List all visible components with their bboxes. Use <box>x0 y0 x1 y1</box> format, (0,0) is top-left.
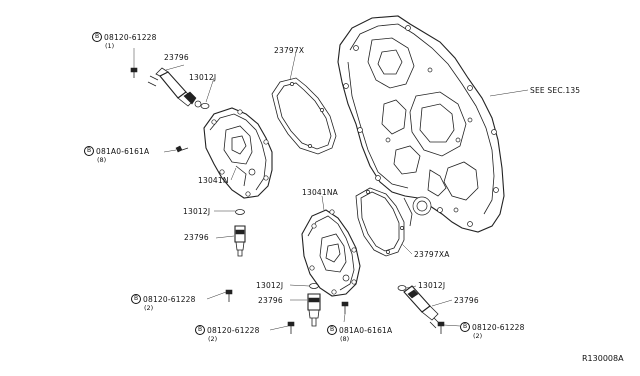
bolt-bottom-right <box>437 321 445 334</box>
label-o-ring-lower-right: 13012J <box>418 281 446 290</box>
label-bolt-bottom-right: 08120-61228 <box>472 323 525 332</box>
label-bolt-top: 08120-61228 <box>104 33 157 42</box>
label-bolt-left: 081A0-6161A <box>96 147 150 156</box>
solenoid-mid <box>234 225 246 257</box>
qty-bolt-bottom-left: (2) <box>208 335 218 343</box>
label-cover-lower: 13041NA <box>302 188 338 197</box>
label-bolt-bottom-left: 08120-61228 <box>207 326 260 335</box>
o-ring-lower-left <box>309 283 319 289</box>
label-o-ring-lower-left: 13012J <box>256 281 284 290</box>
leader-lines <box>133 48 529 331</box>
qty-bolt-bottom-mid: (8) <box>340 335 350 343</box>
valve-timing-cover-upper <box>203 107 273 199</box>
bolt-marker-top: B <box>92 32 102 42</box>
gasket-lower <box>355 187 405 257</box>
solenoid-lower-right <box>403 285 441 329</box>
o-ring-upper <box>200 103 210 110</box>
label-solenoid-mid: 23796 <box>184 233 209 242</box>
o-ring-mid <box>235 209 245 215</box>
label-bolt-mid: 08120-61228 <box>143 295 196 304</box>
valve-timing-cover-lower <box>301 209 361 297</box>
diagram-reference-code: R130008A <box>582 354 624 363</box>
bolt-marker-bottom-left: B <box>195 325 205 335</box>
bolt-mid <box>225 289 233 302</box>
label-o-ring-mid: 13012J <box>183 207 211 216</box>
bolt-top <box>130 67 138 78</box>
solenoid-upper <box>147 67 202 108</box>
label-solenoid-upper: 23796 <box>164 53 189 62</box>
o-ring-lower-right <box>397 285 407 291</box>
bolt-bottom-left <box>287 321 295 334</box>
qty-bolt-left: (8) <box>97 156 107 164</box>
label-cover-upper: 13041N <box>198 176 229 185</box>
label-solenoid-lower-right: 23796 <box>454 296 479 305</box>
bolt-left <box>175 145 189 153</box>
qty-bolt-bottom-right: (2) <box>473 332 483 340</box>
label-gasket-lower: 23797XA <box>414 250 450 259</box>
label-see-section: SEE SEC.135 <box>530 86 581 95</box>
bolt-marker-mid: B <box>131 294 141 304</box>
qty-bolt-top: (1) <box>105 42 115 50</box>
label-gasket-upper: 23797X <box>274 46 305 55</box>
timing-chain-case <box>337 15 505 233</box>
label-solenoid-lower-left: 23796 <box>258 296 283 305</box>
label-o-ring-upper: 13012J <box>189 73 217 82</box>
gasket-upper <box>271 77 337 155</box>
bolt-marker-left: B <box>84 146 94 156</box>
label-bolt-bottom-mid: 081A0-6161A <box>339 326 393 335</box>
bolt-marker-bottom-mid: B <box>327 325 337 335</box>
qty-bolt-mid: (2) <box>144 304 154 312</box>
bolt-bottom-mid <box>341 301 349 314</box>
solenoid-lower-left <box>307 293 321 327</box>
bolt-marker-bottom-right: B <box>460 322 470 332</box>
